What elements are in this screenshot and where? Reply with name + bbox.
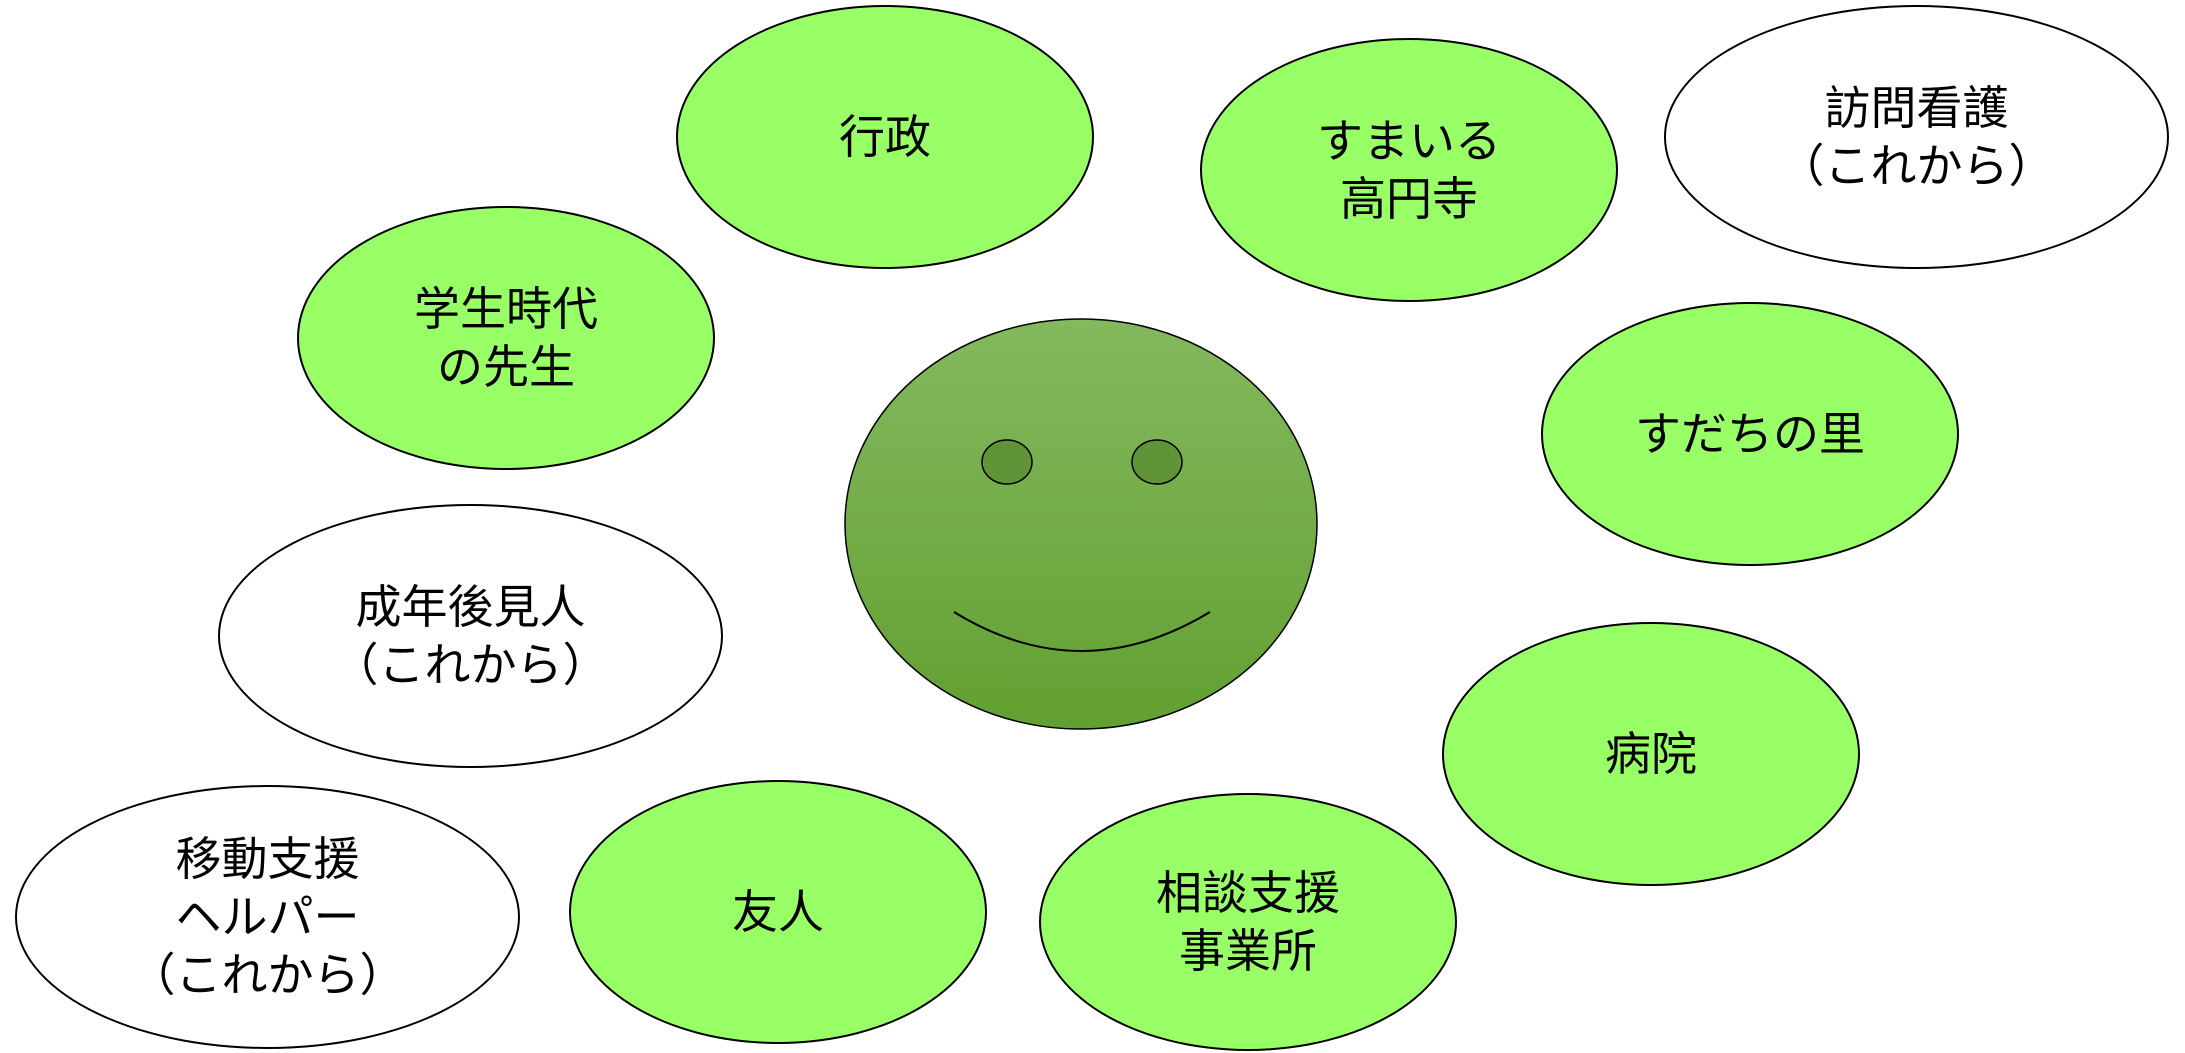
node-label: 病院 (1605, 727, 1697, 781)
node-yujin: 友人 (569, 780, 987, 1044)
node-label: 行政 (839, 110, 931, 164)
node-label: 相談支援 事業所 (1156, 866, 1340, 978)
node-byoin: 病院 (1442, 622, 1860, 886)
smile-mouth (953, 611, 1211, 652)
node-seinen-kokennin: 成年後見人 （これから） (218, 504, 723, 768)
node-gakusei-sensei: 学生時代 の先生 (297, 206, 715, 470)
node-label: 移動支援 ヘルパー （これから） (129, 832, 406, 1002)
node-homon-kango: 訪問看護 （これから） (1664, 5, 2169, 269)
node-sumairu-koenji: すまいる 高円寺 (1200, 38, 1618, 302)
node-sudachi-no-sato: すだちの里 (1541, 302, 1959, 566)
node-label: 成年後見人 （これから） (332, 580, 609, 692)
left-eye (981, 439, 1033, 485)
node-sodan-shien-jigyosho: 相談支援 事業所 (1039, 793, 1457, 1051)
node-gyosei: 行政 (676, 5, 1094, 269)
node-label: すまいる 高円寺 (1317, 114, 1501, 226)
node-label: 学生時代 の先生 (414, 282, 598, 394)
node-label: 訪問看護 （これから） (1778, 81, 2055, 193)
node-label: 友人 (732, 885, 824, 939)
right-eye (1131, 439, 1183, 485)
node-label: すだちの里 (1635, 407, 1865, 461)
face-circle (844, 318, 1318, 730)
node-ido-shien-helper: 移動支援 ヘルパー （これから） (15, 785, 520, 1049)
